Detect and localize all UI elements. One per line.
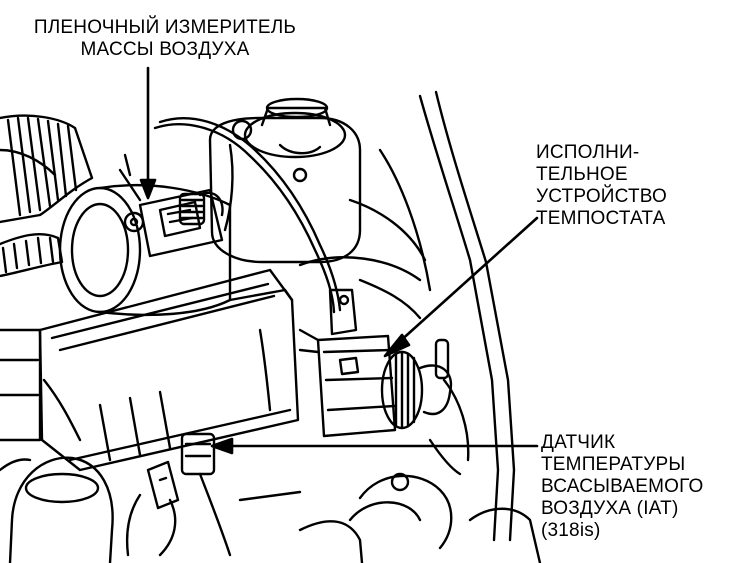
cruise-label-line-1: ИСПОЛНИ- <box>536 142 640 163</box>
leader-lines <box>139 66 539 455</box>
iat-label-line-3: ВСАСЫВАЕМОГО <box>541 476 704 497</box>
cruise-leader <box>386 216 539 354</box>
reservoir-cap-bottom <box>0 456 114 563</box>
iat-label-line-2: ТЕМПЕРАТУРЫ <box>541 454 686 475</box>
maf-label-line-1: ПЛЕНОЧНЫЙ ИЗМЕРИТЕЛЬ <box>33 17 297 38</box>
air-filter-housing <box>0 268 300 472</box>
fender-panel <box>298 90 516 542</box>
maf-sensor-label: ПЛЕНОЧНЫЙ ИЗМЕРИТЕЛЬ МАССЫ ВОЗДУХА <box>0 17 330 61</box>
cruise-label-line-2: ТЕЛЬНОЕ <box>536 164 628 185</box>
iat-label-line-1: ДАТЧИК <box>541 432 616 453</box>
cruise-actuator <box>298 288 470 476</box>
coolant-reservoir <box>208 97 362 264</box>
cruise-label-line-4: ТЕМПОСТАТА <box>536 208 666 229</box>
iat-arrowhead <box>210 437 234 455</box>
maf-arrowhead <box>139 178 157 200</box>
maf-label-line-2: МАССЫ ВОЗДУХА <box>80 39 250 60</box>
iat-label-line-4: ВОЗДУХА (IAT) <box>541 498 679 519</box>
cruise-label-line-3: УСТРОЙСТВО <box>536 186 667 207</box>
iat-sensor <box>126 432 232 557</box>
cruise-arrowhead <box>383 333 411 358</box>
intake-duct <box>0 114 94 278</box>
iat-label-line-5: (318is) <box>541 520 601 541</box>
cruise-cable <box>153 117 342 314</box>
cruise-actuator-label: ИСПОЛНИ- ТЕЛЬНОЕ УСТРОЙСТВО ТЕМПОСТАТА <box>536 142 667 230</box>
iat-sensor-label: ДАТЧИК ТЕМПЕРАТУРЫ ВСАСЫВАЕМОГО ВОЗДУХА … <box>541 432 704 542</box>
bottom-hoses <box>238 472 542 563</box>
